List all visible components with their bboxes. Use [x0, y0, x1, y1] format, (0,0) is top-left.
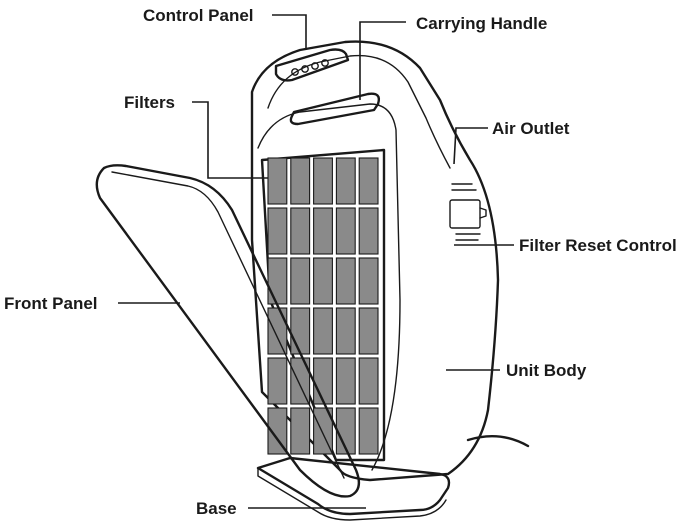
filter-cell [267, 207, 288, 255]
filter-cell [313, 207, 333, 255]
leader-lines [118, 14, 514, 509]
control-panel [274, 48, 350, 82]
unit-body [250, 40, 500, 482]
filter-cell [358, 207, 379, 255]
filter-cell [290, 357, 311, 405]
filter-cell [335, 307, 356, 355]
label-carrying-handle: Carrying Handle [416, 14, 547, 33]
filter-cell [358, 157, 379, 205]
carrying-handle [289, 92, 381, 126]
control-button-icon [291, 68, 299, 76]
filter-cell [290, 257, 311, 305]
control-button-icon [321, 59, 329, 67]
filter-cell [313, 357, 333, 405]
filter-cell [267, 407, 288, 455]
filter-cell [267, 357, 288, 405]
control-button-icon [301, 65, 309, 73]
label-front-panel: Front Panel [4, 294, 98, 313]
filter-cell [335, 207, 356, 255]
filter-cell [290, 407, 311, 455]
filter-reset-control [449, 183, 487, 241]
filter-cell [290, 207, 311, 255]
filter-cell [290, 307, 311, 355]
filter-cell [335, 357, 356, 405]
filter-cell [290, 157, 311, 205]
filter-cell [313, 307, 333, 355]
filter-cell [267, 157, 288, 205]
filter-cell [313, 257, 333, 305]
filter-cell [267, 307, 288, 355]
filter-cell [335, 157, 356, 205]
label-filter-reset-control: Filter Reset Control [519, 236, 677, 255]
label-base: Base [196, 499, 237, 518]
label-unit-body: Unit Body [506, 361, 587, 380]
filter-cell [358, 407, 379, 455]
front-panel [95, 164, 361, 498]
filter-cell [358, 257, 379, 305]
filter-grid [260, 148, 386, 462]
label-filters: Filters [124, 93, 175, 112]
filter-cell [358, 307, 379, 355]
label-control-panel: Control Panel [143, 6, 254, 25]
filter-cell [313, 157, 333, 205]
control-buttons [291, 59, 329, 76]
base [256, 456, 451, 521]
control-button-icon [311, 62, 319, 70]
filter-cell [358, 357, 379, 405]
label-air-outlet: Air Outlet [492, 119, 570, 138]
filter-cell [267, 257, 288, 305]
power-cord [466, 434, 530, 448]
filter-cell [335, 257, 356, 305]
